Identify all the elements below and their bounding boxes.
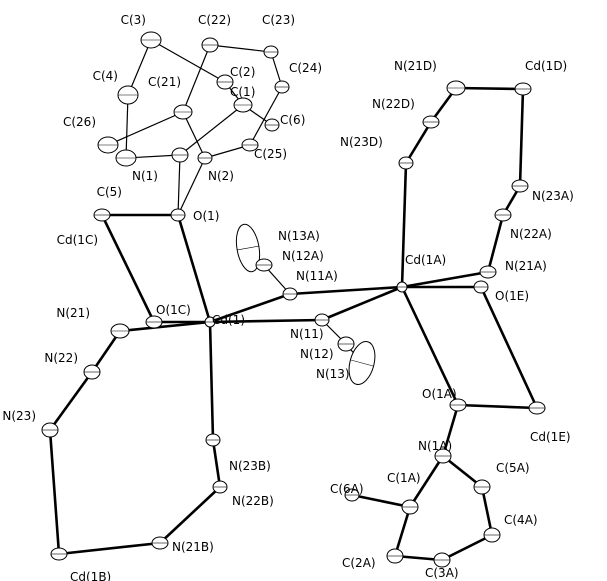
label-c21: C(21) bbox=[148, 75, 181, 89]
bond-cd1-n11a bbox=[209, 292, 291, 324]
bond-c3a-c4a bbox=[441, 533, 493, 562]
label-n22d: N(22D) bbox=[372, 97, 415, 111]
bond-n22b-n23b bbox=[211, 439, 222, 488]
bond-c24-c25 bbox=[249, 86, 283, 146]
label-n1: N(1) bbox=[132, 169, 158, 183]
label-c2: C(2) bbox=[230, 65, 255, 79]
bond-cd1a-o1a bbox=[400, 286, 460, 406]
label-cd1e: Cd(1E) bbox=[530, 430, 571, 444]
bond-n1a-c1a bbox=[408, 455, 445, 508]
label-cd1d: Cd(1D) bbox=[525, 59, 567, 73]
label-n21b: N(21B) bbox=[172, 540, 214, 554]
label-c4: C(4) bbox=[93, 69, 118, 83]
label-c1: C(1) bbox=[230, 85, 255, 99]
label-n23a: N(23A) bbox=[532, 189, 574, 203]
bond-o1-n1 bbox=[177, 154, 181, 216]
bond-n21d-cd1d bbox=[455, 86, 524, 91]
label-n22: N(22) bbox=[44, 351, 78, 365]
bond-c4-c3 bbox=[127, 39, 152, 96]
label-c1a: C(1A) bbox=[387, 471, 421, 485]
bond-n21-n22 bbox=[90, 330, 122, 373]
bond-c3-c2 bbox=[150, 39, 226, 83]
atom-axis-n13 bbox=[350, 359, 374, 367]
bond-cd1-o1 bbox=[176, 214, 212, 323]
label-c6a: C(6A) bbox=[330, 482, 364, 496]
bond-c4a-c5a bbox=[480, 486, 494, 536]
label-n22a: N(22A) bbox=[510, 227, 552, 241]
bond-c22-c23 bbox=[209, 44, 272, 53]
bond-o1e-cd1e bbox=[479, 286, 539, 409]
bond-cd1a-n21a bbox=[401, 270, 489, 289]
label-c5a: C(5A) bbox=[496, 461, 530, 475]
label-cd1b: Cd(1B) bbox=[70, 570, 111, 581]
bond-n23d-n22d bbox=[404, 121, 433, 164]
label-c3a: C(3A) bbox=[425, 566, 459, 580]
bond-cd1d-n23a bbox=[518, 88, 525, 187]
bond-n1a-c5a bbox=[442, 454, 483, 489]
label-n23b: N(23B) bbox=[229, 459, 271, 473]
label-n11: N(11) bbox=[290, 327, 324, 341]
bond-n22-n23 bbox=[48, 371, 94, 431]
bonds-layer bbox=[48, 39, 539, 562]
bond-cd1-n11 bbox=[209, 318, 323, 324]
label-n11a: N(11A) bbox=[296, 269, 338, 283]
bond-cd1a-n11 bbox=[321, 285, 403, 322]
bond-c1a-c2a bbox=[393, 506, 412, 557]
bond-o1a-cd1e bbox=[457, 403, 538, 410]
bond-n22a-n21a bbox=[486, 214, 505, 273]
atom-axis-n13a bbox=[237, 245, 259, 251]
label-n13a: N(13A) bbox=[278, 229, 320, 243]
bond-o1a-n1a bbox=[441, 404, 460, 457]
label-c4a: C(4A) bbox=[504, 513, 538, 527]
bond-cd1-n21 bbox=[119, 320, 211, 333]
label-n23: N(23) bbox=[2, 409, 36, 423]
bond-c21-c22 bbox=[182, 44, 211, 113]
label-n12a: N(12A) bbox=[282, 249, 324, 263]
bond-c1-n1 bbox=[179, 104, 244, 156]
bond-c1a-c6a bbox=[351, 493, 411, 509]
labels-layer: C(3) C(22) C(23) C(4) C(21) C(2) C(24) C(1) C(26… bbox=[2, 13, 573, 581]
bond-o1-n2 bbox=[177, 157, 206, 216]
label-n21d: N(21D) bbox=[394, 59, 437, 73]
label-c23: C(23) bbox=[262, 13, 295, 27]
atoms-layer bbox=[41, 31, 546, 568]
label-n22b: N(22B) bbox=[232, 494, 274, 508]
label-c24: C(24) bbox=[289, 61, 322, 75]
label-n12: N(12) bbox=[300, 347, 334, 361]
bond-n23-cd1b bbox=[48, 429, 61, 555]
label-c3: C(3) bbox=[121, 13, 146, 27]
bond-n21b-n22b bbox=[159, 486, 221, 544]
label-n23d: N(23D) bbox=[340, 135, 383, 149]
bond-cd1-n23b bbox=[208, 321, 215, 441]
label-n13: N(13) bbox=[316, 367, 350, 381]
label-n1a: N(1A) bbox=[418, 439, 452, 453]
label-c22: C(22) bbox=[198, 13, 231, 27]
bond-cd1b-n21b bbox=[58, 541, 161, 556]
label-n21a: N(21A) bbox=[505, 259, 547, 273]
label-n21: N(21) bbox=[56, 306, 90, 320]
label-c6: C(6) bbox=[280, 113, 305, 127]
label-o1c: O(1C) bbox=[156, 303, 191, 317]
bond-c21-c26 bbox=[107, 111, 184, 146]
bond-cd1c-o1c bbox=[100, 214, 156, 323]
bond-cd1a-n23d bbox=[400, 162, 408, 288]
label-o1a: O(1A) bbox=[422, 387, 457, 401]
label-cd1: Cd(1) bbox=[212, 313, 245, 327]
label-cd1c: Cd(1C) bbox=[57, 233, 98, 247]
label-cd1a: Cd(1A) bbox=[405, 253, 446, 267]
label-o1: O(1) bbox=[193, 209, 219, 223]
bond-c5-c4 bbox=[125, 94, 129, 159]
label-c26: C(26) bbox=[63, 115, 96, 129]
bond-cd1a-n11a bbox=[289, 285, 403, 296]
label-n2: N(2) bbox=[208, 169, 234, 183]
label-c5: C(5) bbox=[97, 185, 122, 199]
bond-n2-c21 bbox=[182, 111, 206, 159]
label-c25: C(25) bbox=[254, 147, 287, 161]
label-o1e: O(1E) bbox=[495, 289, 529, 303]
label-c2a: C(2A) bbox=[342, 556, 376, 570]
